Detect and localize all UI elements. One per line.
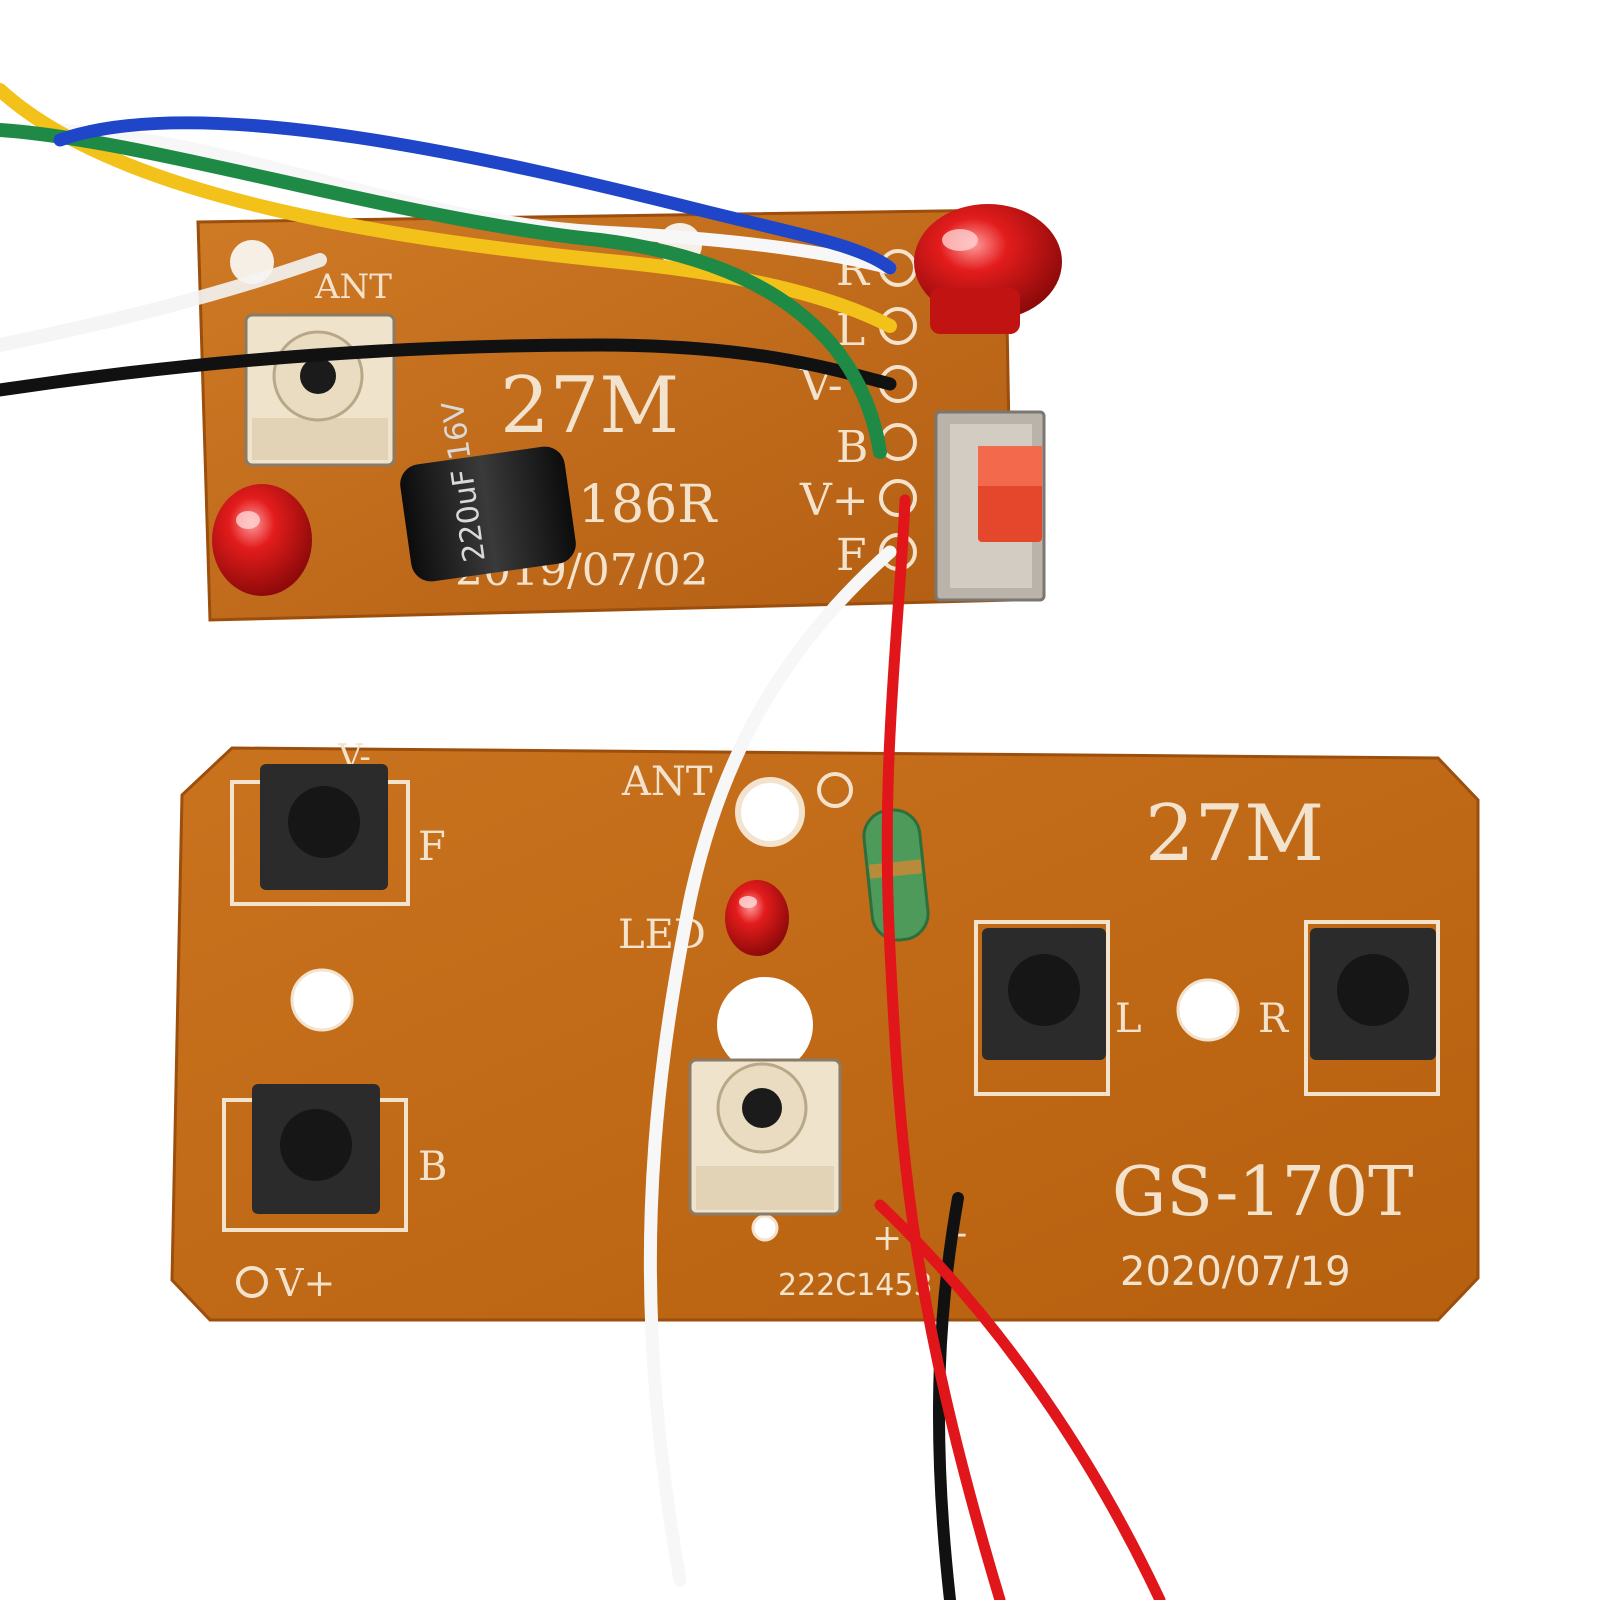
- wire-blue: [53, 116, 897, 275]
- transmitter-antenna-label: ANT: [621, 759, 713, 805]
- wire-green: [0, 123, 887, 459]
- transmitter-frequency-label: 27M: [1145, 789, 1324, 879]
- electrolytic-capacitor: 220uF 16V: [400, 399, 576, 582]
- transmitter-board: ANT 27M GS-170T 2020/07/19 222C1453 LED …: [170, 737, 1480, 1322]
- transmitter-part-code: 222C1453: [778, 1268, 933, 1303]
- transmitter-date-label: 2020/07/19: [1120, 1249, 1351, 1295]
- receiver-antenna-label: ANT: [314, 267, 392, 307]
- transmitter-model-label: GS-170T: [1112, 1153, 1414, 1232]
- push-button-right: R: [1258, 920, 1440, 1096]
- pin-label-b: B: [836, 422, 868, 473]
- mounting-hole: [290, 968, 354, 1032]
- wire-white-antenna: [0, 253, 327, 352]
- push-button-forward: F: [230, 764, 446, 906]
- power-slide-switch: [934, 410, 1046, 602]
- receiver-led: [212, 484, 312, 596]
- coil-hole: [717, 977, 813, 1073]
- receiver-status-led: [914, 204, 1062, 334]
- push-button-backward: B: [222, 1084, 447, 1232]
- battery-plus-label: V+: [275, 1261, 335, 1305]
- button-label-r: R: [1258, 996, 1290, 1042]
- wire-yellow: [0, 83, 897, 333]
- wire-white-lower: [643, 545, 897, 1587]
- button-label-b: B: [418, 1144, 447, 1190]
- button-label-l: L: [1115, 996, 1142, 1042]
- antenna-hole: [735, 777, 805, 847]
- wire-black: [0, 338, 897, 397]
- transmitter-tuning-coil: [688, 1058, 842, 1216]
- wire-red-battery: [874, 1199, 1166, 1600]
- transmitter-led: [725, 880, 789, 956]
- button-label-f: F: [418, 824, 446, 870]
- wire-red-lower: [881, 494, 1006, 1600]
- receiver-tuning-coil: [244, 313, 396, 467]
- receiver-frequency-label: 27M: [500, 361, 679, 451]
- pin-label-v-plus: V+: [799, 475, 869, 526]
- wires: [0, 83, 1166, 1600]
- push-button-left: L: [974, 920, 1142, 1096]
- receiver-model-label: 186R: [578, 475, 718, 535]
- mounting-hole: [1176, 978, 1240, 1042]
